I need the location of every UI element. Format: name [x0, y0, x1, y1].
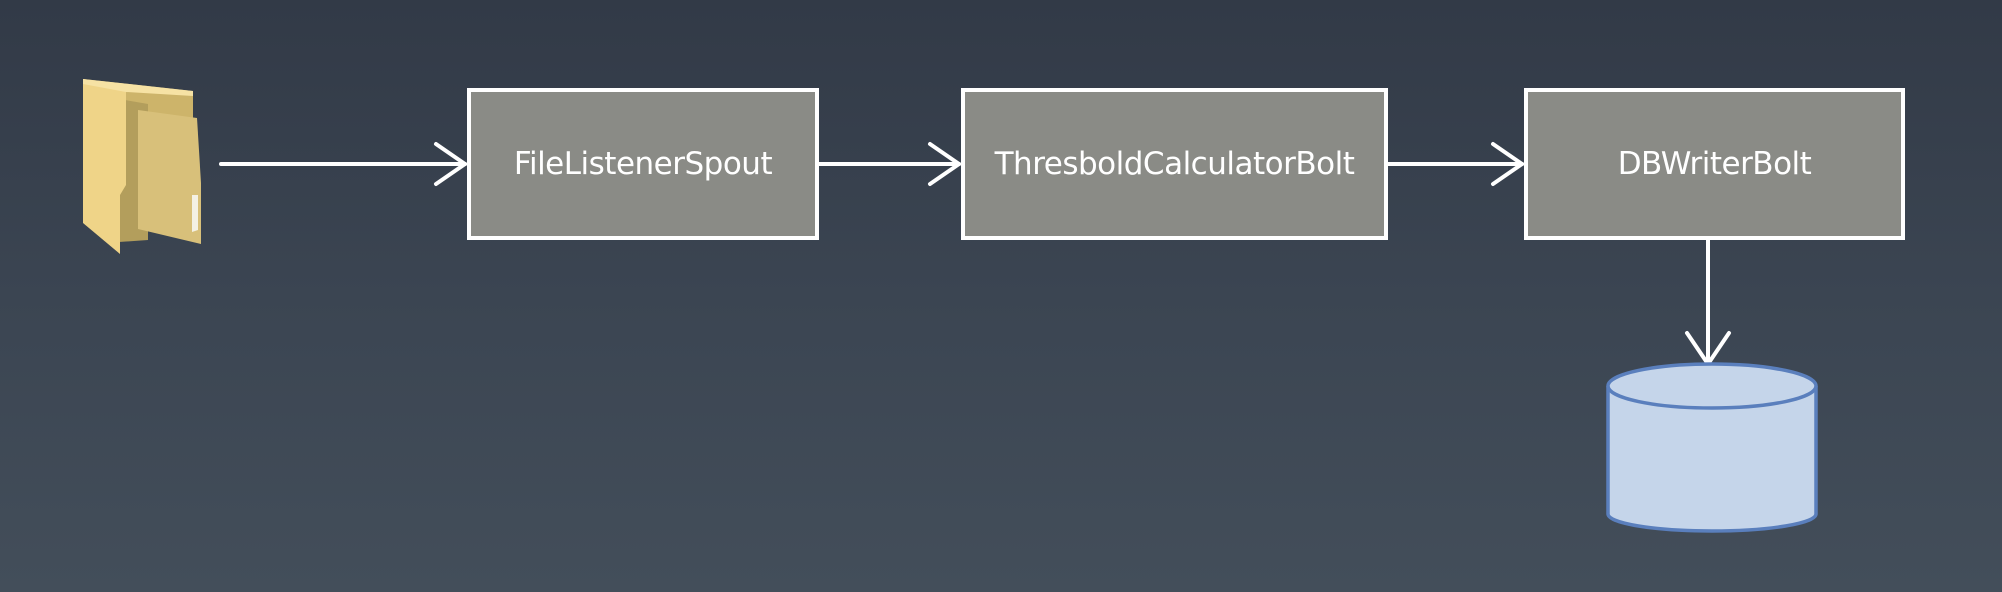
arrow-folder-to-spout [219, 142, 469, 186]
arrow-spout-to-calc [817, 142, 963, 186]
arrow-calc-to-dbwriter [1386, 142, 1526, 186]
node-threshold-calculator-bolt: ThresboldCalculatorBolt [961, 88, 1388, 240]
node-label: FileListenerSpout [513, 146, 773, 182]
node-db-writer-bolt: DBWriterBolt [1524, 88, 1905, 240]
node-file-listener-spout: FileListenerSpout [467, 88, 819, 240]
node-label: ThresboldCalculatorBolt [994, 146, 1355, 182]
folder-icon [83, 79, 201, 254]
arrow-dbwriter-to-database [1685, 238, 1731, 368]
database-icon [1606, 362, 1818, 533]
node-label: DBWriterBolt [1617, 146, 1812, 182]
